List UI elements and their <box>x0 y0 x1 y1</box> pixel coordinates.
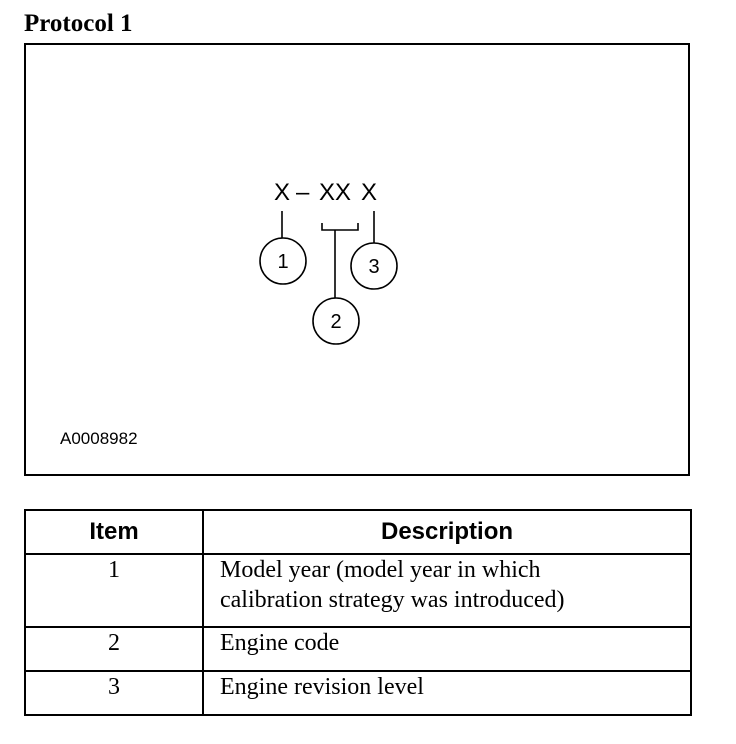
page-title: Protocol 1 <box>24 10 133 37</box>
table-header-row: Item Description <box>24 509 692 555</box>
diagram-frame: X – XX X 1 2 3 A0008982 <box>24 43 690 476</box>
bracket-engine-code <box>321 223 359 231</box>
header-description: Description <box>202 509 692 555</box>
callout-2: 2 <box>312 297 360 345</box>
item-number: 1 <box>24 553 204 628</box>
code-format-diagram: X – XX X 1 2 3 <box>259 179 398 345</box>
code-char-revision: X <box>361 179 377 206</box>
description-line: Engine revision level <box>220 674 424 700</box>
code-chars-engine-code: XX <box>319 179 351 206</box>
item-description: Model year (model year in which calibrat… <box>202 553 692 628</box>
callout-3-label: 3 <box>368 256 379 278</box>
table-row: 1 Model year (model year in which calibr… <box>24 553 692 628</box>
header-item: Item <box>24 509 204 555</box>
code-dash: – <box>296 179 310 206</box>
callout-2-label: 2 <box>330 311 341 333</box>
callout-1: 1 <box>259 237 307 285</box>
code-char-model-year: X <box>274 179 290 206</box>
description-line: Engine code <box>220 630 340 656</box>
item-number: 3 <box>24 670 204 716</box>
item-description: Engine code <box>202 626 692 672</box>
callout-3: 3 <box>350 242 398 290</box>
description-line: calibration strategy was introduced) <box>220 587 565 613</box>
table-row: 3 Engine revision level <box>24 670 692 716</box>
description-line: Model year (model year in which <box>220 557 541 583</box>
legend-table: Item Description 1 Model year (model yea… <box>24 509 692 716</box>
table-row: 2 Engine code <box>24 626 692 672</box>
figure-id: A0008982 <box>60 429 138 448</box>
item-number: 2 <box>24 626 204 672</box>
item-description: Engine revision level <box>202 670 692 716</box>
callout-1-label: 1 <box>277 251 288 273</box>
